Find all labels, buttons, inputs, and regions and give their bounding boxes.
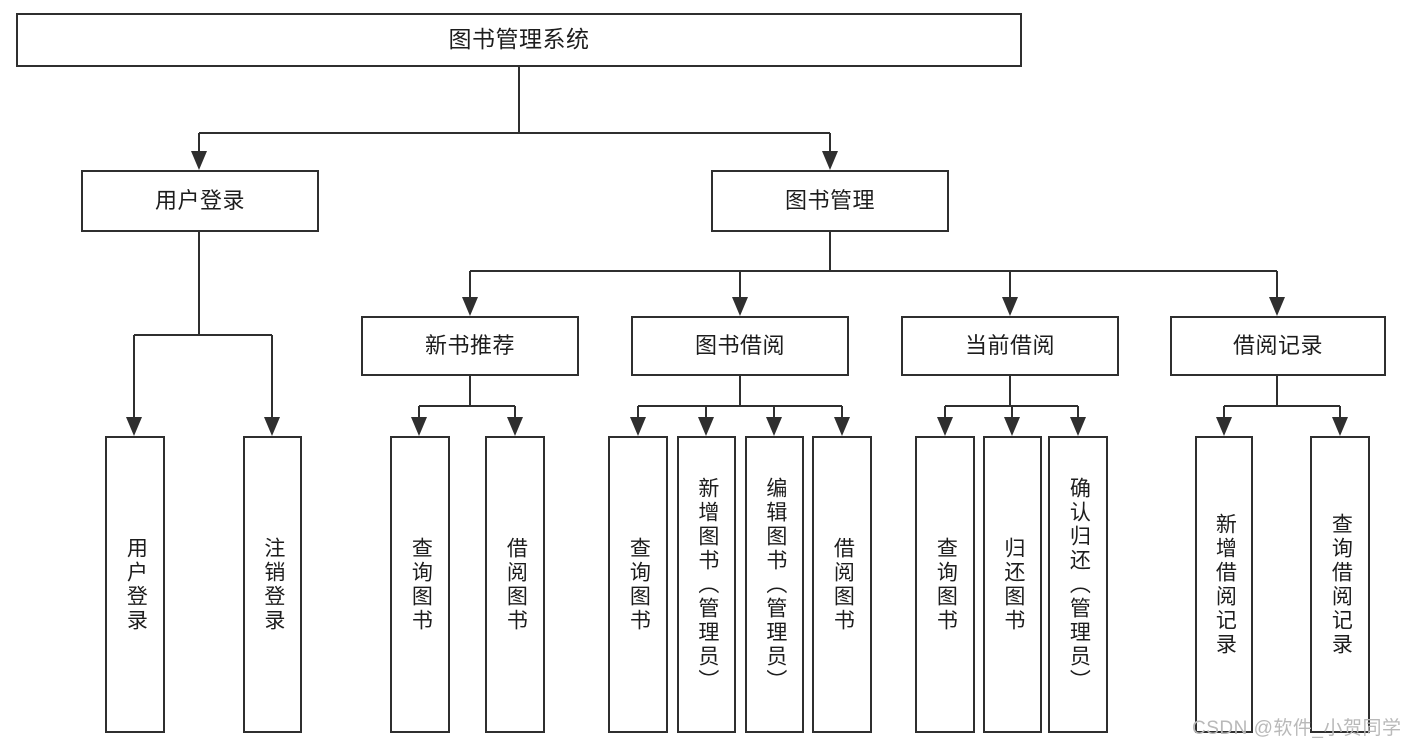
node-user-login[interactable]: 用户登录 xyxy=(81,170,319,232)
node-leaf-borrow-edit[interactable]: 编辑图书（管理员） xyxy=(745,436,804,733)
node-book-manage[interactable]: 图书管理 xyxy=(711,170,949,232)
arrowhead-bus-new-book-rec-0 xyxy=(411,417,427,436)
arrowhead-bus-book-borrow-1 xyxy=(698,417,714,436)
node-label: 用户登录 xyxy=(154,188,245,214)
arrowhead-bus-user-login-0 xyxy=(126,417,142,436)
node-label: 图书管理 xyxy=(784,188,875,214)
arrowhead-bus-current-borrow-2 xyxy=(1070,417,1086,436)
arrowhead-bus-borrow-record-0 xyxy=(1216,417,1232,436)
node-new-book-rec[interactable]: 新书推荐 xyxy=(361,316,579,376)
node-leaf-user-logout[interactable]: 注销登录 xyxy=(243,436,302,733)
node-label: 确认归还（管理员） xyxy=(1067,476,1091,693)
node-leaf-cur-return[interactable]: 归还图书 xyxy=(983,436,1042,733)
node-label: 查询图书 xyxy=(934,536,958,633)
arrowhead-bus-current-borrow-1 xyxy=(1004,417,1020,436)
arrowhead-bus-current-borrow-0 xyxy=(937,417,953,436)
node-label: 当前借阅 xyxy=(964,333,1055,359)
node-borrow-record[interactable]: 借阅记录 xyxy=(1170,316,1386,376)
arrowhead-bus-book-borrow-0 xyxy=(630,417,646,436)
node-label: 注销登录 xyxy=(261,536,285,633)
node-leaf-rec-search[interactable]: 查询借阅记录 xyxy=(1310,436,1370,733)
node-leaf-cur-confirm[interactable]: 确认归还（管理员） xyxy=(1048,436,1108,733)
node-label: 查询图书 xyxy=(627,536,651,633)
node-label: 新书推荐 xyxy=(424,333,515,359)
arrowhead-bus-book-manage-2 xyxy=(1002,297,1018,316)
arrowhead-bus-user-login-1 xyxy=(264,417,280,436)
node-label: 用户登录 xyxy=(124,536,148,633)
node-label: 新增图书（管理员） xyxy=(695,476,719,693)
arrowhead-bus-new-book-rec-1 xyxy=(507,417,523,436)
node-leaf-borrow-query[interactable]: 查询图书 xyxy=(608,436,668,733)
node-root[interactable]: 图书管理系统 xyxy=(16,13,1022,67)
node-leaf-rec-query[interactable]: 查询图书 xyxy=(390,436,450,733)
node-leaf-user-login[interactable]: 用户登录 xyxy=(105,436,165,733)
arrowhead-bus-book-borrow-3 xyxy=(834,417,850,436)
arrowhead-bus-book-manage-0 xyxy=(462,297,478,316)
node-leaf-cur-query[interactable]: 查询图书 xyxy=(915,436,975,733)
arrowhead-bus-book-manage-3 xyxy=(1269,297,1285,316)
node-label: 借阅图书 xyxy=(831,536,855,633)
node-label: 借阅记录 xyxy=(1232,333,1323,359)
node-label: 图书借阅 xyxy=(694,333,785,359)
node-label: 新增借阅记录 xyxy=(1213,512,1237,657)
arrowhead-bus-book-manage-1 xyxy=(732,297,748,316)
node-leaf-rec-borrow[interactable]: 借阅图书 xyxy=(485,436,545,733)
node-current-borrow[interactable]: 当前借阅 xyxy=(901,316,1119,376)
node-label: 借阅图书 xyxy=(504,536,528,633)
node-label: 图书管理系统 xyxy=(448,26,590,53)
arrowhead-bus-book-borrow-2 xyxy=(766,417,782,436)
node-leaf-borrow-add[interactable]: 新增图书（管理员） xyxy=(677,436,736,733)
arrowhead-bus-root-0 xyxy=(191,151,207,170)
arrowhead-bus-borrow-record-1 xyxy=(1332,417,1348,436)
node-leaf-rec-add[interactable]: 新增借阅记录 xyxy=(1195,436,1253,733)
node-leaf-borrow-lend[interactable]: 借阅图书 xyxy=(812,436,872,733)
node-label: 归还图书 xyxy=(1001,536,1025,633)
node-label: 查询图书 xyxy=(409,536,433,633)
node-book-borrow[interactable]: 图书借阅 xyxy=(631,316,849,376)
node-label: 查询借阅记录 xyxy=(1329,512,1353,657)
node-label: 编辑图书（管理员） xyxy=(763,476,787,693)
arrowhead-bus-root-1 xyxy=(822,151,838,170)
